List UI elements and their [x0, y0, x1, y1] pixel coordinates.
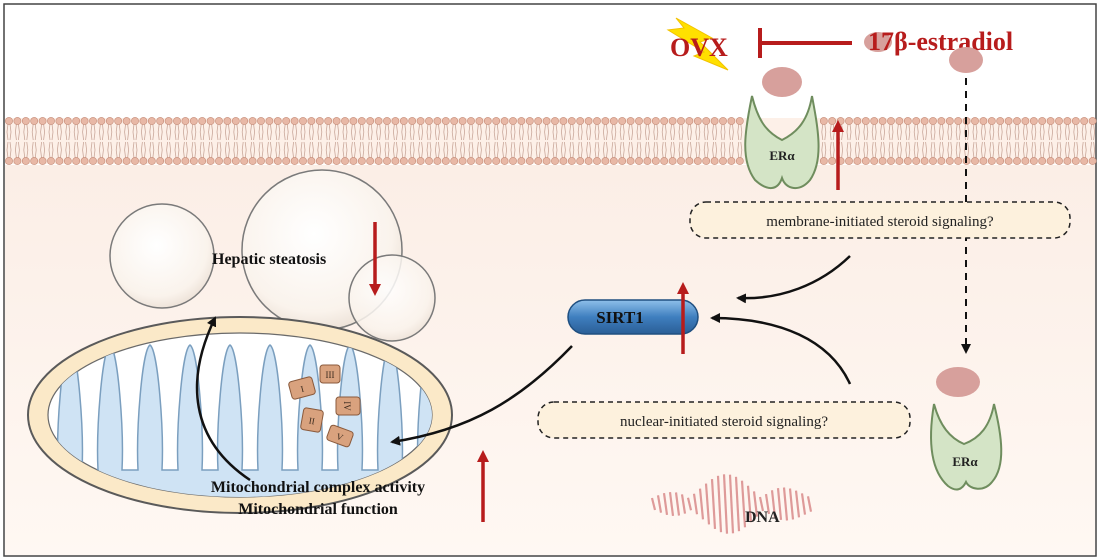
nuclear-signaling-box: [537, 401, 911, 439]
lipid-droplets: [109, 169, 436, 342]
mito-complex-activity-label: Mitochondrial complex activity: [211, 479, 425, 496]
sirt1-node: [567, 299, 699, 335]
estradiol-ligand-bound: [762, 67, 802, 97]
respiratory-complex-2: II: [300, 407, 324, 433]
hepatic-steatosis-label: Hepatic steatosis: [212, 251, 326, 268]
dna-strand-icon: [650, 474, 813, 534]
nuclear-to-sirt1-arrow: [710, 313, 852, 385]
lightning-bolt-icon: [666, 17, 729, 71]
respiratory-complex-label: I: [300, 384, 305, 394]
mitochondrion: [27, 316, 453, 514]
nuclear-signaling-label: nuclear-initiated steroid signaling?: [620, 414, 828, 430]
membrane-signaling-label: membrane-initiated steroid signaling?: [766, 214, 994, 230]
dna-label: DNA: [745, 509, 780, 526]
er-alpha-nuclear-label: ERα: [952, 454, 978, 469]
ovx-label: OVX: [670, 33, 728, 62]
respiratory-complex-label: III: [326, 370, 335, 380]
membrane-er-alpha-receptor: ERα: [744, 67, 820, 189]
lipid-droplet-small: [109, 203, 215, 309]
respiratory-complex-label: IV: [342, 401, 352, 411]
lipid-droplet-medium: [348, 254, 436, 342]
free-estradiol-ligand: [949, 47, 983, 73]
cell-membrane: [5, 117, 1097, 165]
respiratory-complex-label: V: [335, 431, 345, 443]
respiratory-complex-5: V: [326, 424, 354, 448]
sirt1-to-mitochondria-arrow: [390, 345, 573, 446]
er-alpha-membrane-label: ERα: [769, 148, 795, 163]
respiratory-complex-3: III: [319, 364, 341, 384]
nuclear-er-alpha-receptor: ERα: [929, 367, 1003, 491]
membrane-to-sirt1-arrow: [736, 255, 851, 304]
estradiol-ligand-icon: [864, 32, 892, 52]
estradiol-label: 17β-estradiol: [868, 27, 1013, 56]
estradiol-ligand-nuclear: [936, 367, 980, 397]
respiratory-complex-4: IV: [335, 396, 361, 416]
respiratory-complex-label: II: [308, 416, 316, 427]
membrane-signaling-box: [689, 201, 1071, 239]
mito-function-label: Mitochondrial function: [238, 501, 398, 518]
mitochondria-to-steatosis-arrow: [195, 316, 251, 482]
sirt1-label: SIRT1: [596, 308, 644, 327]
respiratory-complex-1: I: [288, 376, 316, 400]
